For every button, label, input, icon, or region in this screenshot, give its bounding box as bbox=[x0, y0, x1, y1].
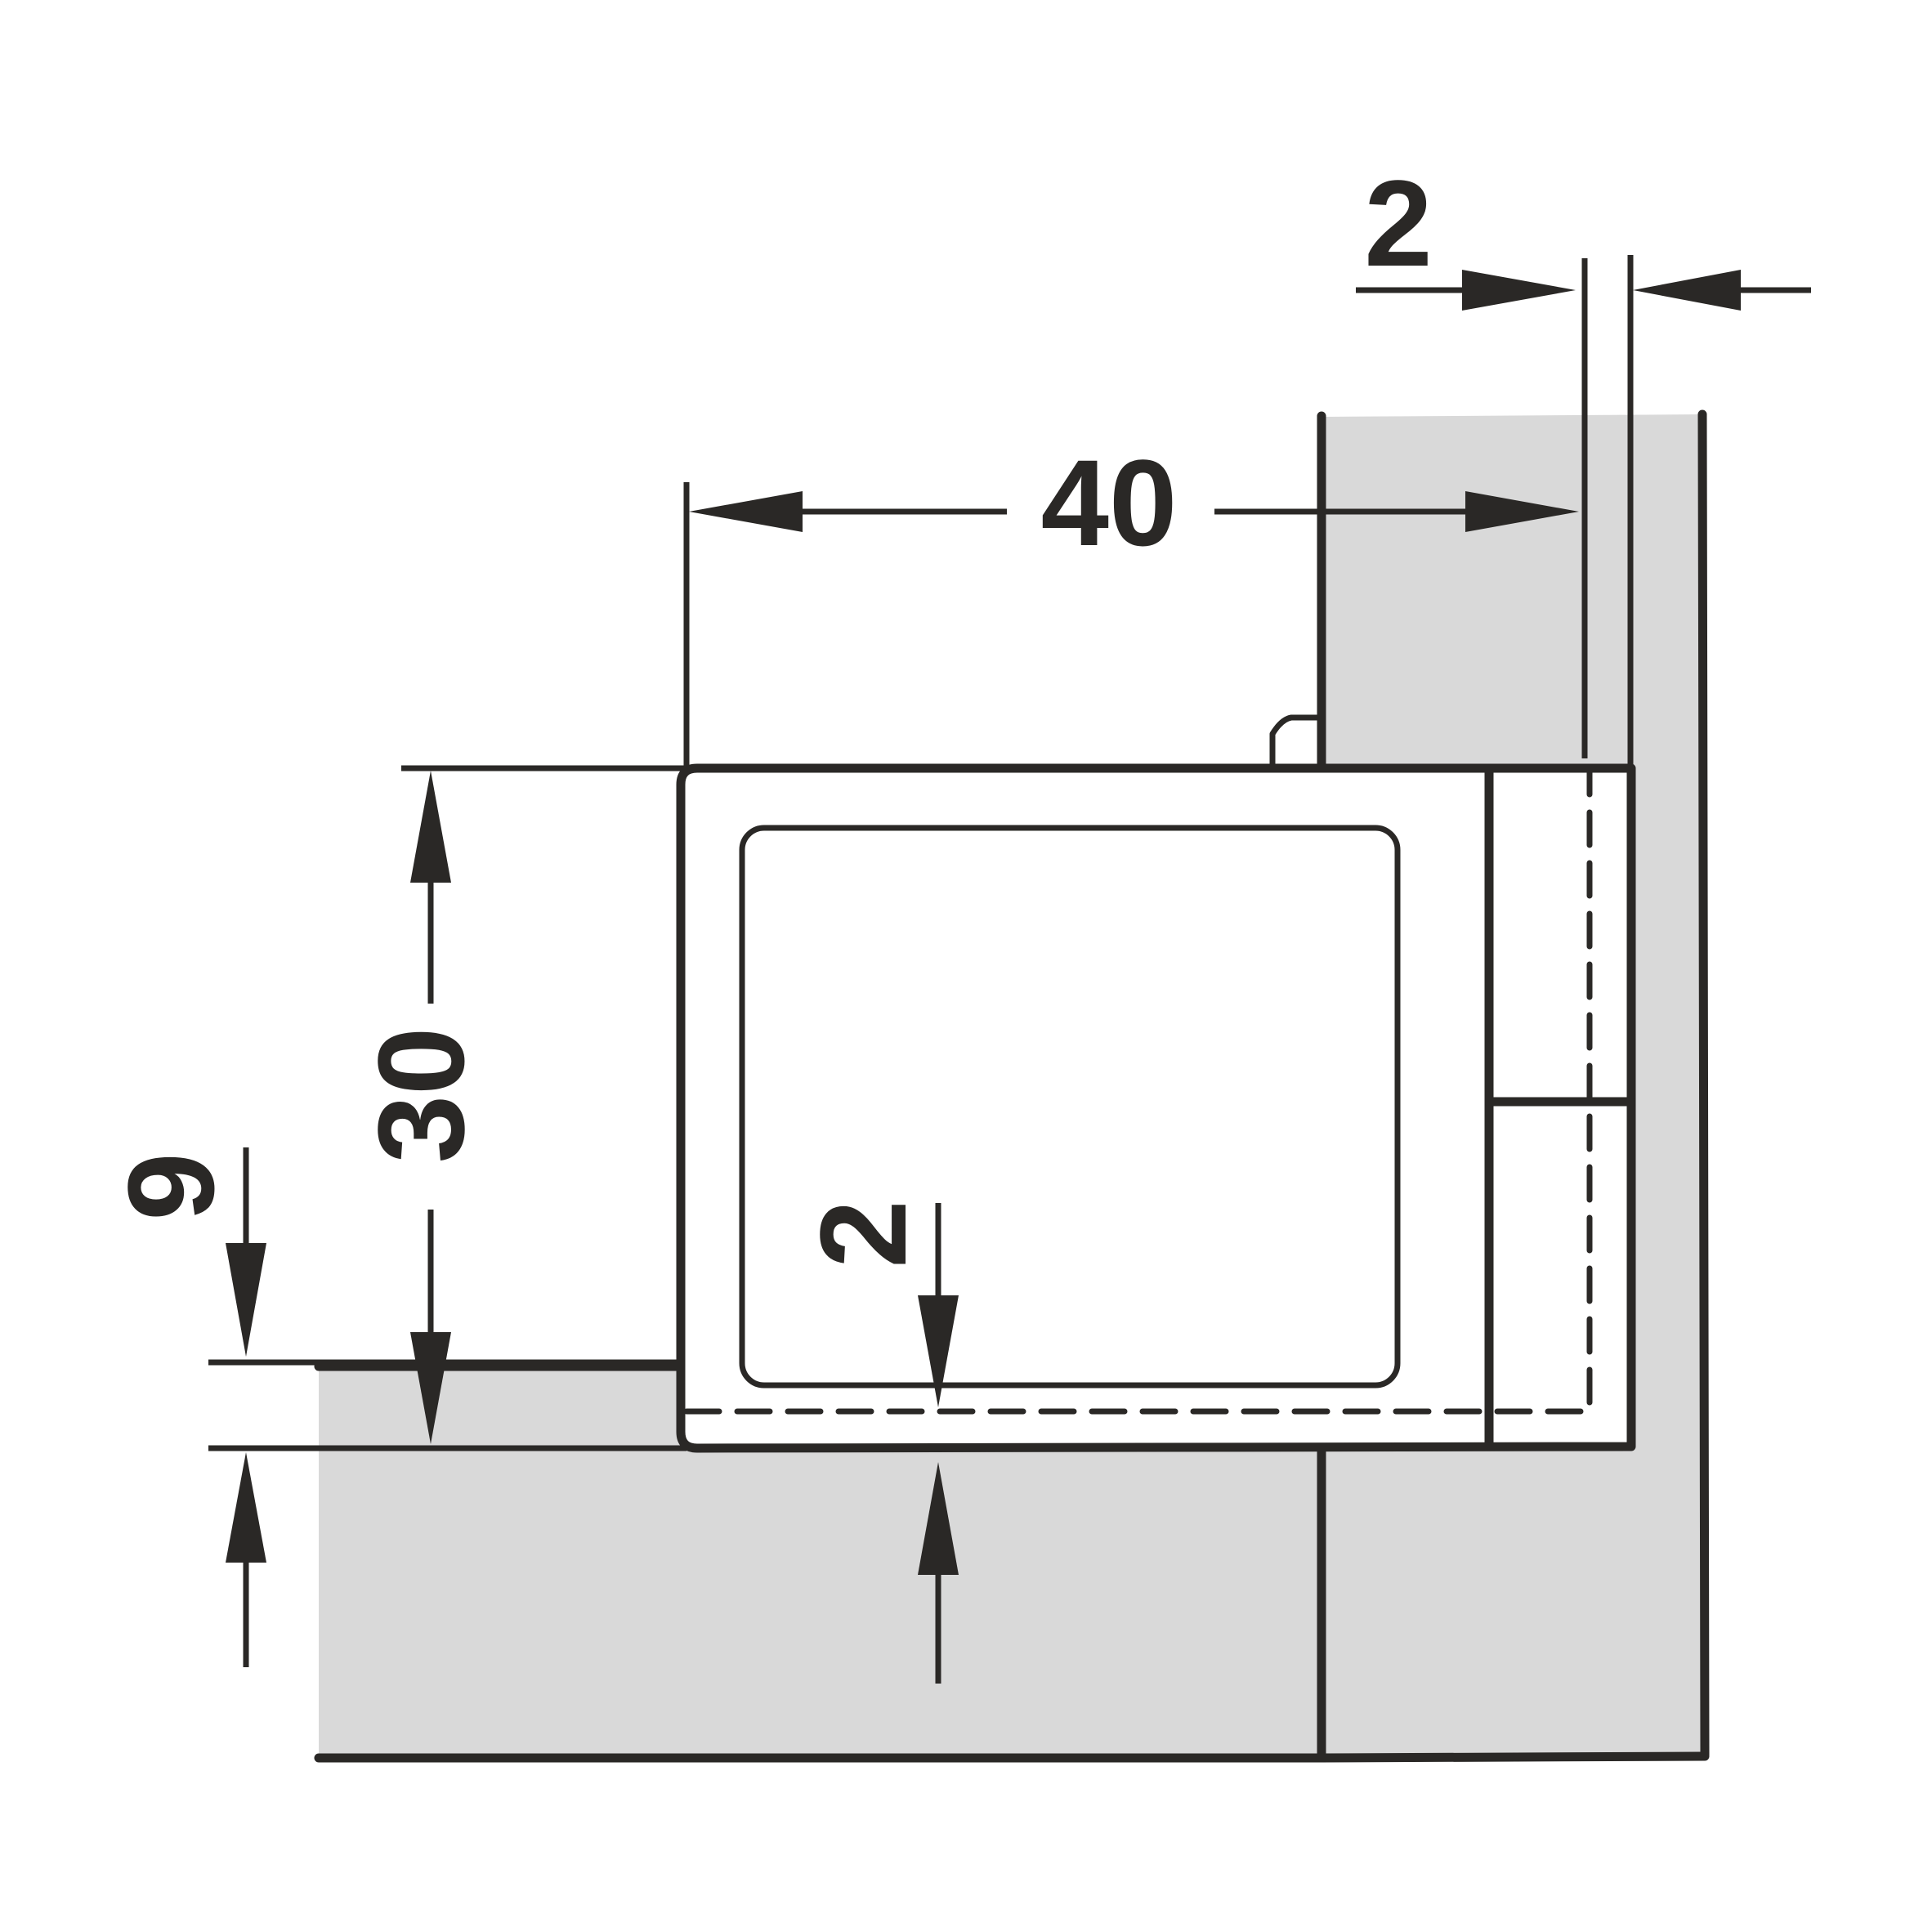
hinge-inner-recess bbox=[739, 825, 1401, 1389]
dimension-30: 30 bbox=[352, 765, 686, 1444]
dimension-label-2-bottom: 2 bbox=[794, 1200, 932, 1268]
dimension-label-40: 40 bbox=[1041, 434, 1178, 571]
arrow-40-right bbox=[1465, 491, 1579, 532]
arrow-2-bottom-lower bbox=[918, 1462, 959, 1575]
hinge-body-outline bbox=[676, 763, 1636, 1453]
arrow-9-top bbox=[226, 1243, 266, 1357]
arrow-2-top-left bbox=[1462, 270, 1576, 311]
arrow-30-top bbox=[410, 771, 451, 883]
arrow-2-top-right bbox=[1633, 270, 1741, 311]
panel-outlines bbox=[314, 409, 1710, 1763]
dimension-40: 40 bbox=[683, 434, 1579, 768]
dimension-2-bottom: 2 bbox=[794, 1200, 959, 1684]
dimension-label-30: 30 bbox=[352, 1027, 490, 1164]
arrow-9-bottom bbox=[226, 1452, 266, 1563]
shaded-panels bbox=[319, 414, 1706, 1758]
dimension-label-9: 9 bbox=[102, 1152, 239, 1220]
side-panel-right-edge bbox=[1697, 409, 1710, 1760]
side-panel-bottom-edge bbox=[1317, 1751, 1710, 1763]
dimension-label-2-top: 2 bbox=[1364, 154, 1432, 292]
hidden-edge-dashed bbox=[683, 765, 1593, 1415]
hinge-body bbox=[676, 714, 1636, 1453]
hinge-clip-tab bbox=[1269, 714, 1325, 771]
dimension-2-top: 2 bbox=[1356, 154, 1811, 764]
dimension-9: 9 bbox=[102, 1147, 686, 1667]
side-panel-shading bbox=[1322, 414, 1706, 1758]
hinge-body-fill bbox=[681, 768, 1631, 1448]
arrow-40-left bbox=[689, 491, 803, 532]
arrow-2-bottom-upper bbox=[918, 1295, 959, 1407]
base-panel-shading bbox=[319, 1365, 1322, 1758]
